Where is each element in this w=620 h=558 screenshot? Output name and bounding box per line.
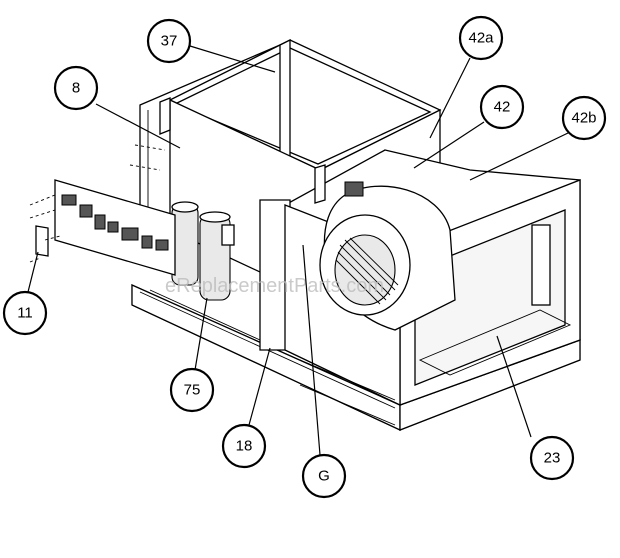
- callout-18: 18: [221, 423, 267, 469]
- callout-42a-label: 42a: [468, 30, 494, 47]
- callout-42b: 42b: [561, 95, 607, 141]
- callout-42b-label: 42b: [571, 110, 596, 127]
- callout-37-label: 37: [161, 33, 178, 50]
- callout-8-label: 8: [72, 80, 80, 97]
- callout-75: 75: [169, 367, 215, 413]
- callout-8: 8: [53, 65, 99, 111]
- callout-42: 42: [479, 84, 525, 130]
- callout-42a: 42a: [458, 15, 504, 61]
- callout-23-label: 23: [544, 450, 561, 467]
- callout-11: 11: [2, 290, 48, 336]
- callout-G-label: G: [318, 468, 330, 485]
- callout-37: 37: [146, 18, 192, 64]
- callout-23: 23: [529, 435, 575, 481]
- watermark-text: eReplacementParts.com: [165, 275, 384, 297]
- callout-18-label: 18: [236, 438, 253, 455]
- callout-42-label: 42: [494, 99, 511, 116]
- leader-lines: [27, 45, 569, 456]
- callout-11-label: 11: [17, 305, 33, 322]
- hvac-unit-illustration: [29, 38, 581, 432]
- callout-75-label: 75: [184, 382, 201, 399]
- callout-G: G: [301, 453, 347, 499]
